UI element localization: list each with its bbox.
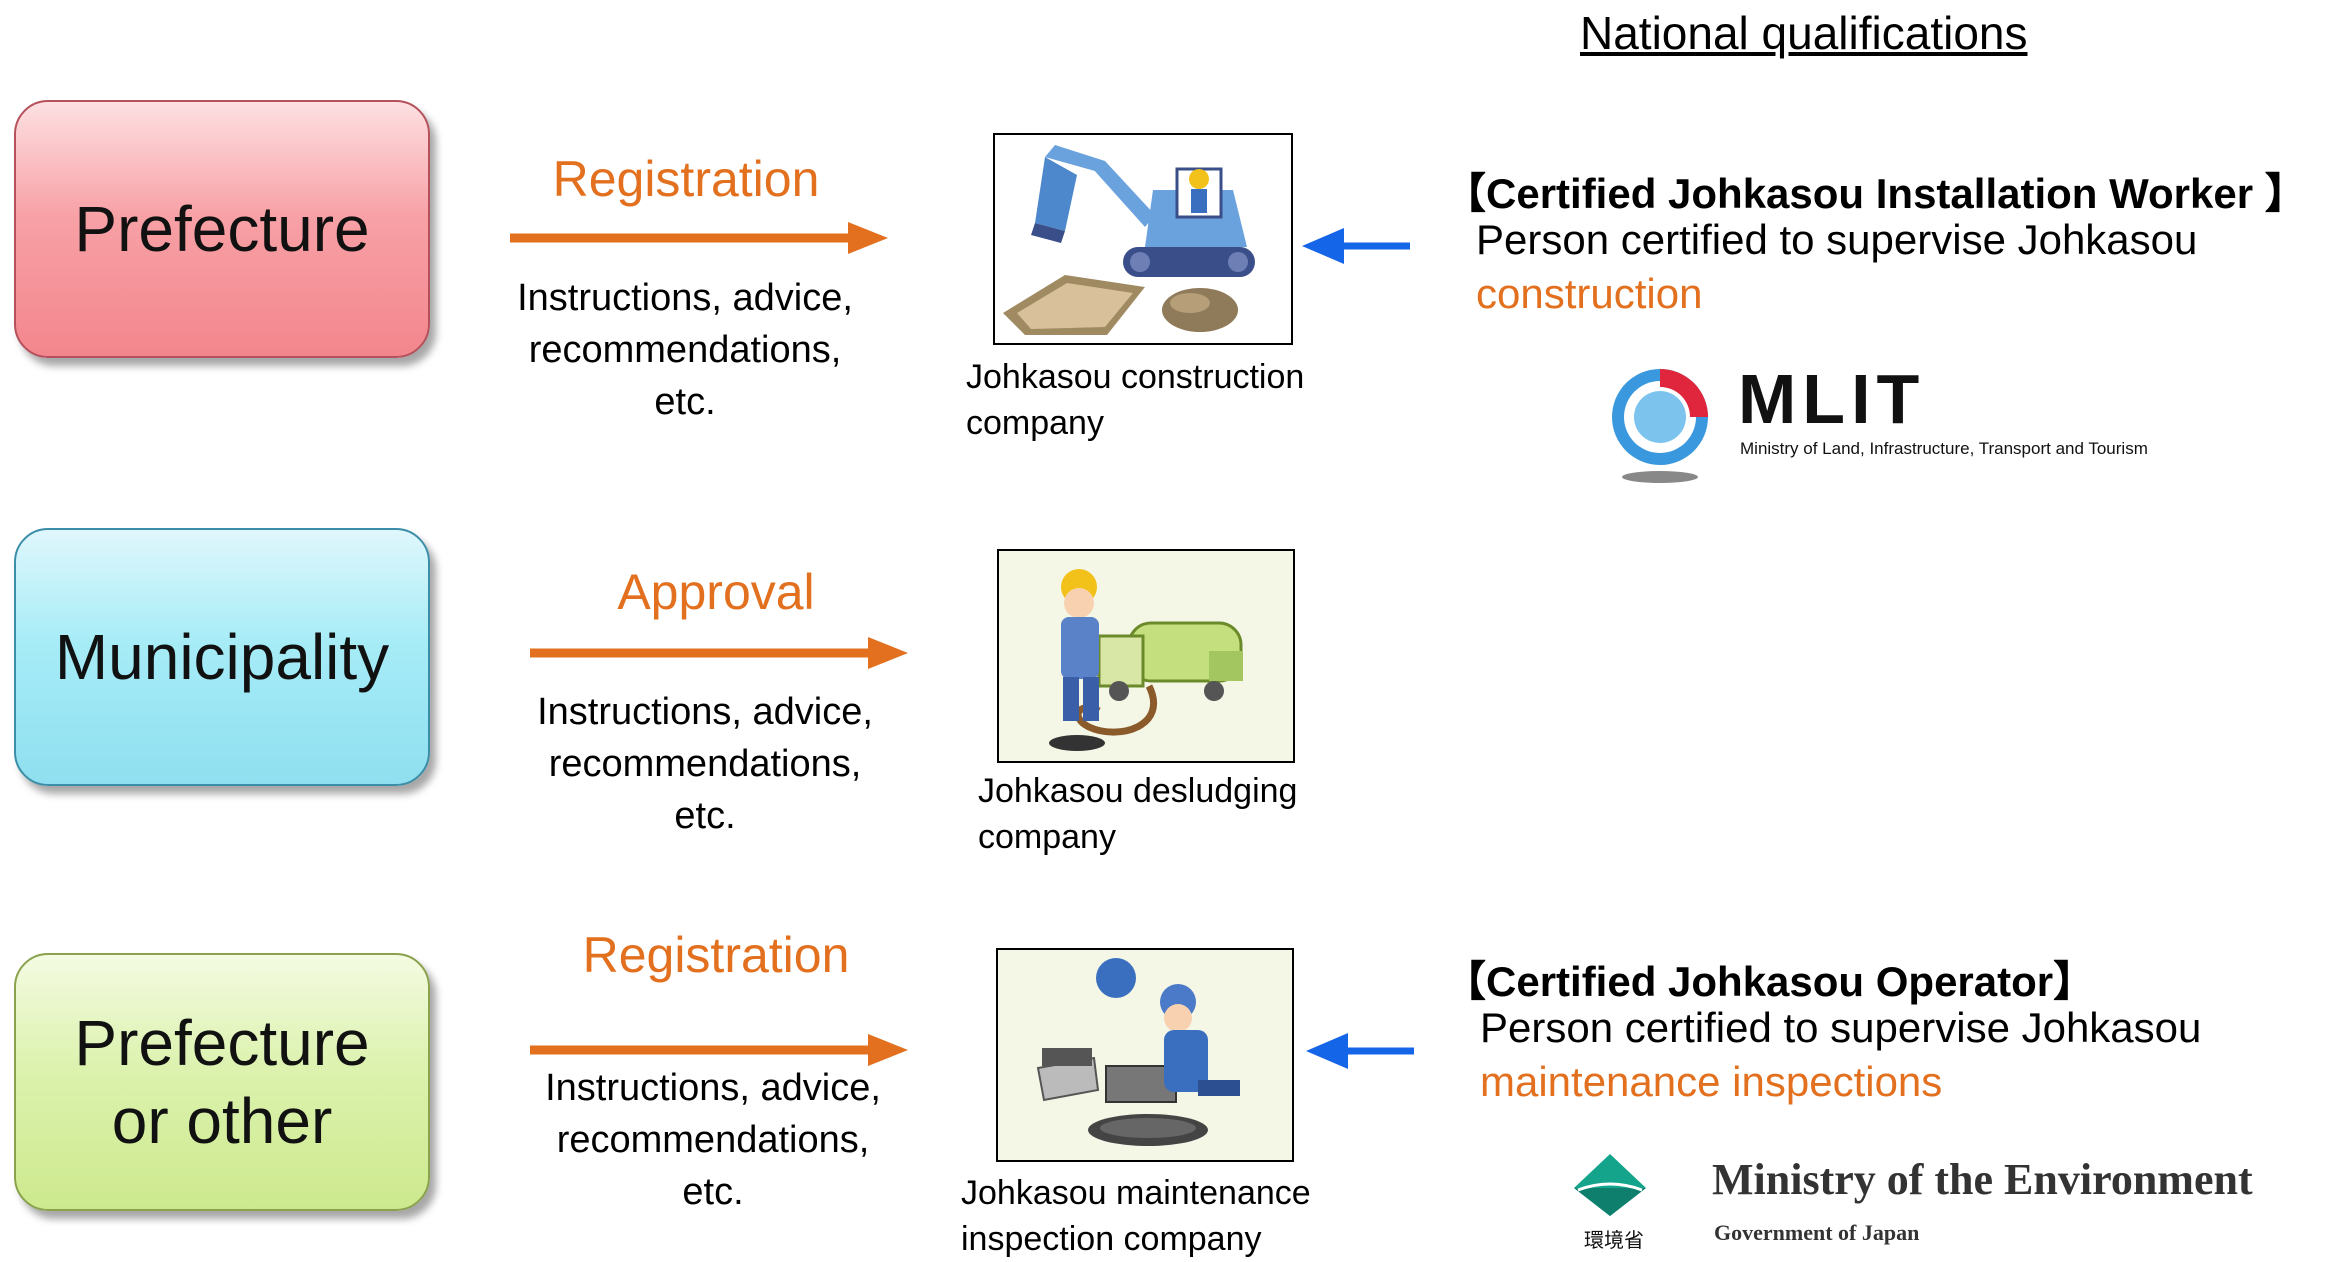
moe-subtitle: Government of Japan bbox=[1714, 1220, 1920, 1245]
company-label-line: company bbox=[978, 818, 1116, 856]
company-label: Johkasou maintenance inspection company bbox=[961, 1170, 1311, 1262]
instructions-line: etc. bbox=[654, 381, 716, 423]
relation-arrow bbox=[530, 1034, 908, 1066]
relation-label: Approval bbox=[617, 564, 815, 620]
construction-illustration bbox=[993, 133, 1293, 345]
company-label-line: Johkasou construction bbox=[966, 358, 1305, 396]
qualification-arrow bbox=[1306, 1033, 1414, 1069]
authority-prefecture-or-other: Prefecture or other bbox=[14, 953, 430, 1211]
moe-name: Ministry of the Environment bbox=[1712, 1155, 2253, 1204]
authority-label-line: Prefecture bbox=[74, 1007, 370, 1079]
instructions-line: Instructions, advice, bbox=[517, 277, 853, 319]
instructions-line: recommendations, bbox=[556, 1119, 870, 1161]
authority-label: Municipality bbox=[54, 621, 390, 693]
moe-kanji: 環境省 bbox=[1584, 1228, 1644, 1252]
mlit-logo-icon bbox=[1612, 369, 1708, 483]
inspection-worker-icon bbox=[998, 950, 1292, 1160]
qualification-highlight: construction bbox=[1476, 270, 1703, 317]
excavator-icon bbox=[1003, 145, 1255, 335]
desludging-illustration bbox=[997, 549, 1295, 763]
instructions-line: etc. bbox=[674, 795, 736, 837]
maintenance-illustration bbox=[996, 948, 1294, 1162]
mlit-wordmark: MLIT bbox=[1738, 360, 1926, 438]
company-label: Johkasou desludging company bbox=[978, 768, 1297, 860]
desludging-truck-icon bbox=[999, 551, 1293, 761]
national-qualifications-heading: National qualifications bbox=[1580, 7, 2028, 59]
mlit-logo: MLIT Ministry of Land, Infrastructure, T… bbox=[1606, 360, 2206, 485]
qualification-description-line: Person certified to supervise Johkasou bbox=[1476, 216, 2198, 263]
company-label: Johkasou construction company bbox=[966, 354, 1304, 446]
qualification-title: 【Certified Johkasou Operator】 bbox=[1444, 958, 2096, 1005]
company-label-line: Johkasou desludging bbox=[978, 772, 1298, 810]
qualification-description: Person certified to supervise Johkasou c… bbox=[1476, 213, 2197, 321]
relation-label: Registration bbox=[552, 151, 820, 207]
instructions-line: Instructions, advice, bbox=[537, 691, 873, 733]
instructions-line: recommendations, bbox=[528, 329, 842, 371]
instructions-text: Instructions, advice, recommendations, e… bbox=[500, 686, 910, 842]
instructions-text: Instructions, advice, recommendations, e… bbox=[480, 272, 890, 428]
company-label-line: Johkasou maintenance bbox=[961, 1174, 1311, 1212]
qualification-description-line: Person certified to supervise Johkasou bbox=[1480, 1004, 2202, 1051]
authority-prefecture: Prefecture bbox=[14, 100, 430, 358]
qualification-title: 【Certified Johkasou Installation Worker … bbox=[1444, 170, 2307, 217]
relation-label: Registration bbox=[582, 927, 850, 983]
mlit-subtitle: Ministry of Land, Infrastructure, Transp… bbox=[1740, 439, 2148, 458]
instructions-line: Instructions, advice, bbox=[545, 1067, 881, 1109]
authority-municipality: Municipality bbox=[14, 528, 430, 786]
company-label-line: inspection company bbox=[961, 1220, 1262, 1258]
relation-arrow bbox=[510, 222, 888, 254]
moe-logo-icon bbox=[1574, 1154, 1646, 1216]
moe-logo: 環境省 Ministry of the Environment Governme… bbox=[1564, 1150, 2336, 1253]
relation-arrow bbox=[530, 637, 908, 669]
company-label-line: company bbox=[966, 404, 1104, 442]
authority-label-line: or other bbox=[111, 1085, 333, 1157]
qualification-highlight: maintenance inspections bbox=[1480, 1058, 1943, 1105]
authority-label: Prefecture bbox=[74, 193, 370, 265]
instructions-text: Instructions, advice, recommendations, e… bbox=[508, 1062, 918, 1218]
instructions-line: recommendations, bbox=[548, 743, 862, 785]
qualification-arrow bbox=[1302, 228, 1410, 264]
qualification-description: Person certified to supervise Johkasou m… bbox=[1480, 1001, 2201, 1109]
instructions-line: etc. bbox=[682, 1171, 744, 1213]
